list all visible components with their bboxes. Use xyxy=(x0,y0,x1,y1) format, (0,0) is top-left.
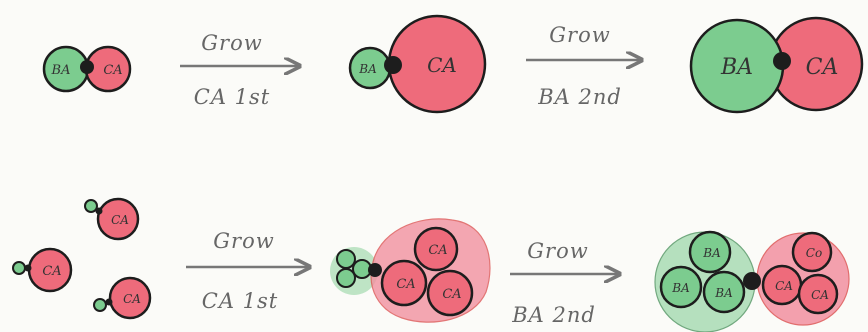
c-particle xyxy=(413,226,459,272)
step-verb: Grow xyxy=(201,31,262,55)
c-label: CA xyxy=(42,264,61,279)
c-label: CA xyxy=(111,213,129,227)
row1-stage1-pair: BA CA xyxy=(42,45,132,93)
b-label: BA xyxy=(720,55,753,80)
c-label: CA xyxy=(427,53,457,77)
row1-stage3-pair: BA CA xyxy=(689,16,864,114)
c-particle xyxy=(797,273,839,315)
b-label: BA xyxy=(714,286,733,300)
row1-stage2-pair: BA CA xyxy=(348,14,487,114)
junction-dot xyxy=(368,263,382,277)
junction-dot xyxy=(384,56,402,74)
c-label: CA xyxy=(806,55,839,80)
c-label: CA xyxy=(811,288,829,302)
b-particle xyxy=(93,298,107,312)
step-detail: CA 1st xyxy=(194,85,271,109)
junction-dot xyxy=(773,52,791,70)
junction-dot xyxy=(105,298,113,306)
step-detail: BA 2nd xyxy=(537,85,622,109)
row1-step2: Grow BA 2nd xyxy=(526,23,640,109)
c-label: Co xyxy=(806,246,822,260)
row2-step1: Grow CA 1st xyxy=(186,229,308,313)
row2-stage1-particles: CA CA CA xyxy=(12,197,152,320)
b-label: BA xyxy=(702,246,721,260)
c-label: CA xyxy=(123,292,141,306)
b-label: BA xyxy=(358,62,377,76)
b-particle xyxy=(688,230,732,274)
step-detail: BA 2nd xyxy=(511,303,596,327)
b-particle xyxy=(336,249,356,269)
row2-stage3-cluster: BA BA BA Co CA CA xyxy=(654,230,850,332)
c-label: CA xyxy=(442,287,461,302)
junction-dot xyxy=(80,60,94,74)
c-particle xyxy=(426,269,474,317)
row2-stage2-cluster: CA CA CA xyxy=(330,218,491,323)
c-label: CA xyxy=(396,277,415,292)
step-verb: Grow xyxy=(549,23,610,47)
b-particle xyxy=(84,199,98,213)
c-particle xyxy=(96,197,140,241)
b-particle xyxy=(336,268,356,288)
c-particle xyxy=(108,276,152,320)
c-label: CA xyxy=(103,63,122,78)
row1-step1: Grow CA 1st xyxy=(180,31,298,109)
junction-dot xyxy=(95,207,103,215)
particle-pair-bottom: CA xyxy=(93,276,152,320)
particle-pair-top: CA xyxy=(84,197,140,241)
b-particle xyxy=(659,265,703,309)
junction-dot xyxy=(743,272,761,290)
b-label: BA xyxy=(671,281,690,295)
step-verb: Grow xyxy=(527,239,588,263)
b-label: BA xyxy=(51,63,71,78)
b-particle xyxy=(12,261,26,275)
particle-pair-left: CA xyxy=(12,247,73,293)
c-label: CA xyxy=(428,243,447,258)
step-verb: Grow xyxy=(213,229,274,253)
junction-dot xyxy=(24,264,32,272)
c-label: CA xyxy=(775,279,793,293)
b-particle xyxy=(702,270,746,314)
c-particle xyxy=(380,259,428,307)
row2-step2: Grow BA 2nd xyxy=(510,239,618,327)
c-particle xyxy=(791,231,833,273)
step-detail: CA 1st xyxy=(202,289,279,313)
